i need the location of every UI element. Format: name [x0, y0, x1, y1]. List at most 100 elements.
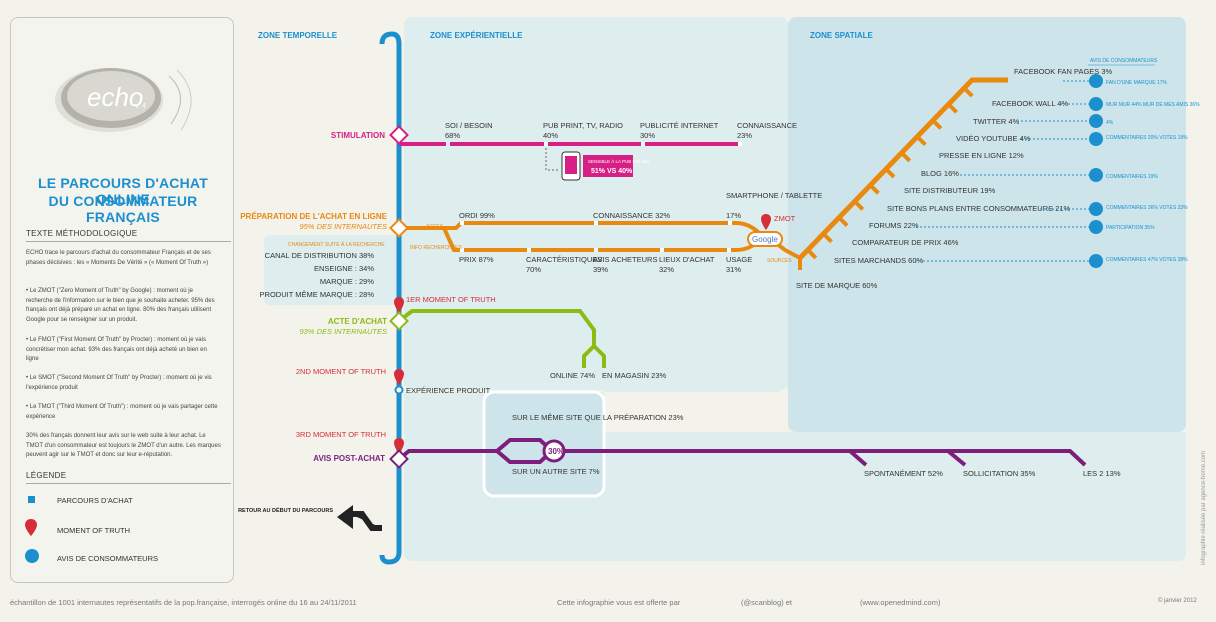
src-forums: FORUMS 22%	[869, 221, 919, 230]
bubble-7: PARTICIPATION 35%	[1106, 225, 1155, 231]
stim-label-3: PUBLICITÉ INTERNET	[640, 121, 719, 130]
footer-url[interactable]: (www.openedmind.com)	[860, 598, 941, 607]
avis-header: AVIS DE CONSOMMATEURS	[1090, 58, 1158, 64]
source-tick	[806, 248, 818, 260]
bubble-1: FAN D'UNE MARQUE 17%	[1106, 80, 1168, 86]
stage-preparation: PRÉPARATION DE L'ACHAT EN LIGNE	[240, 212, 387, 221]
stage-retour: RETOUR AU DÉBUT DU PARCOURS	[238, 506, 333, 514]
prep-smartphone: SMARTPHONE / TABLETTE	[726, 191, 822, 200]
credit: infographie réalisée par agence-home.com	[1201, 451, 1207, 565]
src-comparateur: COMPARATEUR DE PRIX 46%	[852, 238, 959, 247]
preparation-node	[389, 218, 409, 238]
stim-label-2: PUB PRINT, TV, RADIO	[543, 121, 623, 130]
src-facebook-wall: FACEBOOK WALL 4%	[992, 99, 1068, 108]
stop-marker	[544, 142, 548, 146]
method-panel: echo v. 4 LE PARCOURS D'ACHAT ONLINE DU …	[10, 17, 234, 583]
tmot-text: • Le TMOT ("Third Moment Of Truth") : mo…	[26, 404, 218, 420]
fmot-text: • Le FMOT ("First Moment Of Truth" by Pr…	[26, 337, 207, 362]
prep-avis-pct: 39%	[593, 265, 608, 274]
echo-logo: echo v. 4	[55, 68, 192, 132]
src-presse: PRESSE EN LIGNE 12%	[939, 151, 1024, 160]
avis-sollicitation: SOLLICITATION 35%	[963, 469, 1036, 478]
changement-title: CHANGEMENT SUITE À LA RECHERCHE	[288, 241, 385, 248]
stage-stimulation: STIMULATION	[331, 131, 385, 140]
footer-sample: échantillon de 1001 internautes représen…	[10, 598, 357, 607]
stage-moment2: 2ND MOMENT OF TRUTH	[296, 367, 386, 376]
stage-acte-pct: 93% DES INTERNAUTES	[299, 327, 387, 336]
changement-box	[264, 235, 409, 305]
avis-spontanement: SPONTANÉMENT 52%	[864, 469, 943, 478]
src-blog: BLOG 16%	[921, 169, 959, 178]
google-badge	[747, 231, 783, 247]
prep-carac: CARACTÉRISTIQUES	[526, 255, 602, 264]
panel-title-2: DU CONSOMMATEUR FRANÇAIS	[48, 193, 198, 225]
avis-bubble-icon	[1089, 220, 1103, 234]
avis-meme-site: SUR LE MÊME SITE QUE LA PRÉPARATION 23%	[512, 413, 684, 422]
acte-line	[397, 309, 606, 368]
prep-lieux: LIEUX D'ACHAT	[659, 255, 715, 264]
stim-label-1: SOI / BESOIN	[445, 121, 493, 130]
zmot-text: • Le ZMOT ("Zero Moment of Truth" by Goo…	[26, 288, 215, 323]
stim-label-4: CONNAISSANCE	[737, 121, 797, 130]
bubble-8: COMMENTAIRES 47% VOTES 38%	[1106, 257, 1188, 263]
google-label: Google	[752, 235, 778, 244]
stage-experience: EXPÉRIENCE PRODUIT	[406, 386, 491, 395]
src-twitter: TWITTER 4%	[973, 117, 1020, 126]
experience-node	[394, 385, 404, 395]
closing-text: 30% des français donnent leur avis sur l…	[26, 433, 221, 458]
prep-ordi: ORDI 99%	[459, 211, 495, 220]
footer-copyright: © janvier 2012	[1158, 598, 1197, 604]
source-tick	[900, 151, 912, 163]
prep-smartphone-pct: 17%	[726, 211, 741, 220]
moment3-pin-icon	[394, 438, 404, 454]
source-tick	[915, 135, 927, 147]
avis-badge-text: 30%	[548, 447, 564, 456]
bubble-4: COMMENTAIRES 20% VOTES 19%	[1106, 135, 1188, 141]
prep-carac-pct: 70%	[526, 265, 541, 274]
sources-line	[798, 77, 1008, 260]
source-tick	[853, 199, 865, 211]
changement-3: MARQUE : 29%	[320, 277, 375, 286]
stimulation-node	[389, 125, 409, 145]
panel-title-1: LE PARCOURS D'ACHAT ONLINE	[38, 175, 208, 207]
avis-badge	[542, 439, 566, 463]
bubble-5: COMMENTAIRES 19%	[1106, 174, 1158, 180]
stim-pct-4: 23%	[737, 131, 752, 140]
avis-bubble-icon	[1089, 168, 1103, 182]
acces-label: ACCÈS	[426, 223, 444, 230]
changement-4: PRODUIT MÊME MARQUE : 28%	[260, 290, 375, 299]
smot-text: • Le SMOT ("Second Moment Of Truth" by P…	[26, 375, 212, 391]
tablet-note: SENSIBLE À LA PUB ONLINE	[588, 158, 649, 164]
source-tick	[837, 216, 849, 227]
stage-preparation-pct: 95% DES INTERNAUTES	[299, 222, 387, 231]
stop-marker	[738, 142, 742, 146]
sources-label: SOURCES	[767, 258, 792, 264]
tablet-stat: 51% VS 40%	[591, 168, 633, 175]
stim-pct-2: 40%	[543, 131, 558, 140]
legend-heading: LÉGENDE	[26, 471, 231, 484]
source-tick	[931, 119, 943, 130]
bubble-6: COMMENTAIRES 36% VOTES 33%	[1106, 205, 1188, 211]
moment2-pin-icon	[394, 369, 404, 385]
source-tick	[822, 232, 833, 244]
footer-twitter[interactable]: (@scanblog) et	[741, 598, 792, 607]
logo-name: echo	[87, 82, 143, 112]
prep-connaissance: CONNAISSANCE 32%	[593, 211, 670, 220]
avis-bubble-icon	[1089, 254, 1103, 268]
stage-moment3: 3RD MOMENT OF TRUTH	[296, 430, 386, 439]
stop-marker	[641, 142, 645, 146]
legend-avis: AVIS DE CONSOMMATEURS	[57, 554, 158, 563]
escalator-icon	[337, 505, 382, 531]
stim-pct-3: 30%	[640, 131, 655, 140]
changement-1: CANAL DE DISTRIBUTION 38%	[265, 251, 375, 260]
zone-spatiale-label: ZONE SPATIALE	[810, 31, 873, 40]
method-intro: ECHO trace le parcours d'achat du consom…	[26, 250, 211, 266]
src-youtube: VIDÉO YOUTUBE 4%	[956, 134, 1031, 143]
method-heading: TEXTE MÉTHODOLOGIQUE	[26, 229, 231, 242]
zmot-pin-icon	[761, 214, 771, 230]
src-facebook-fan: FACEBOOK FAN PAGES 3%	[1014, 67, 1113, 76]
src-bons-plans: SITE BONS PLANS ENTRE CONSOMMATEURS 21%	[887, 204, 1071, 213]
zone-bottom-bg	[404, 392, 1186, 561]
prep-usage-pct: 31%	[726, 265, 741, 274]
stop-marker	[446, 142, 450, 146]
